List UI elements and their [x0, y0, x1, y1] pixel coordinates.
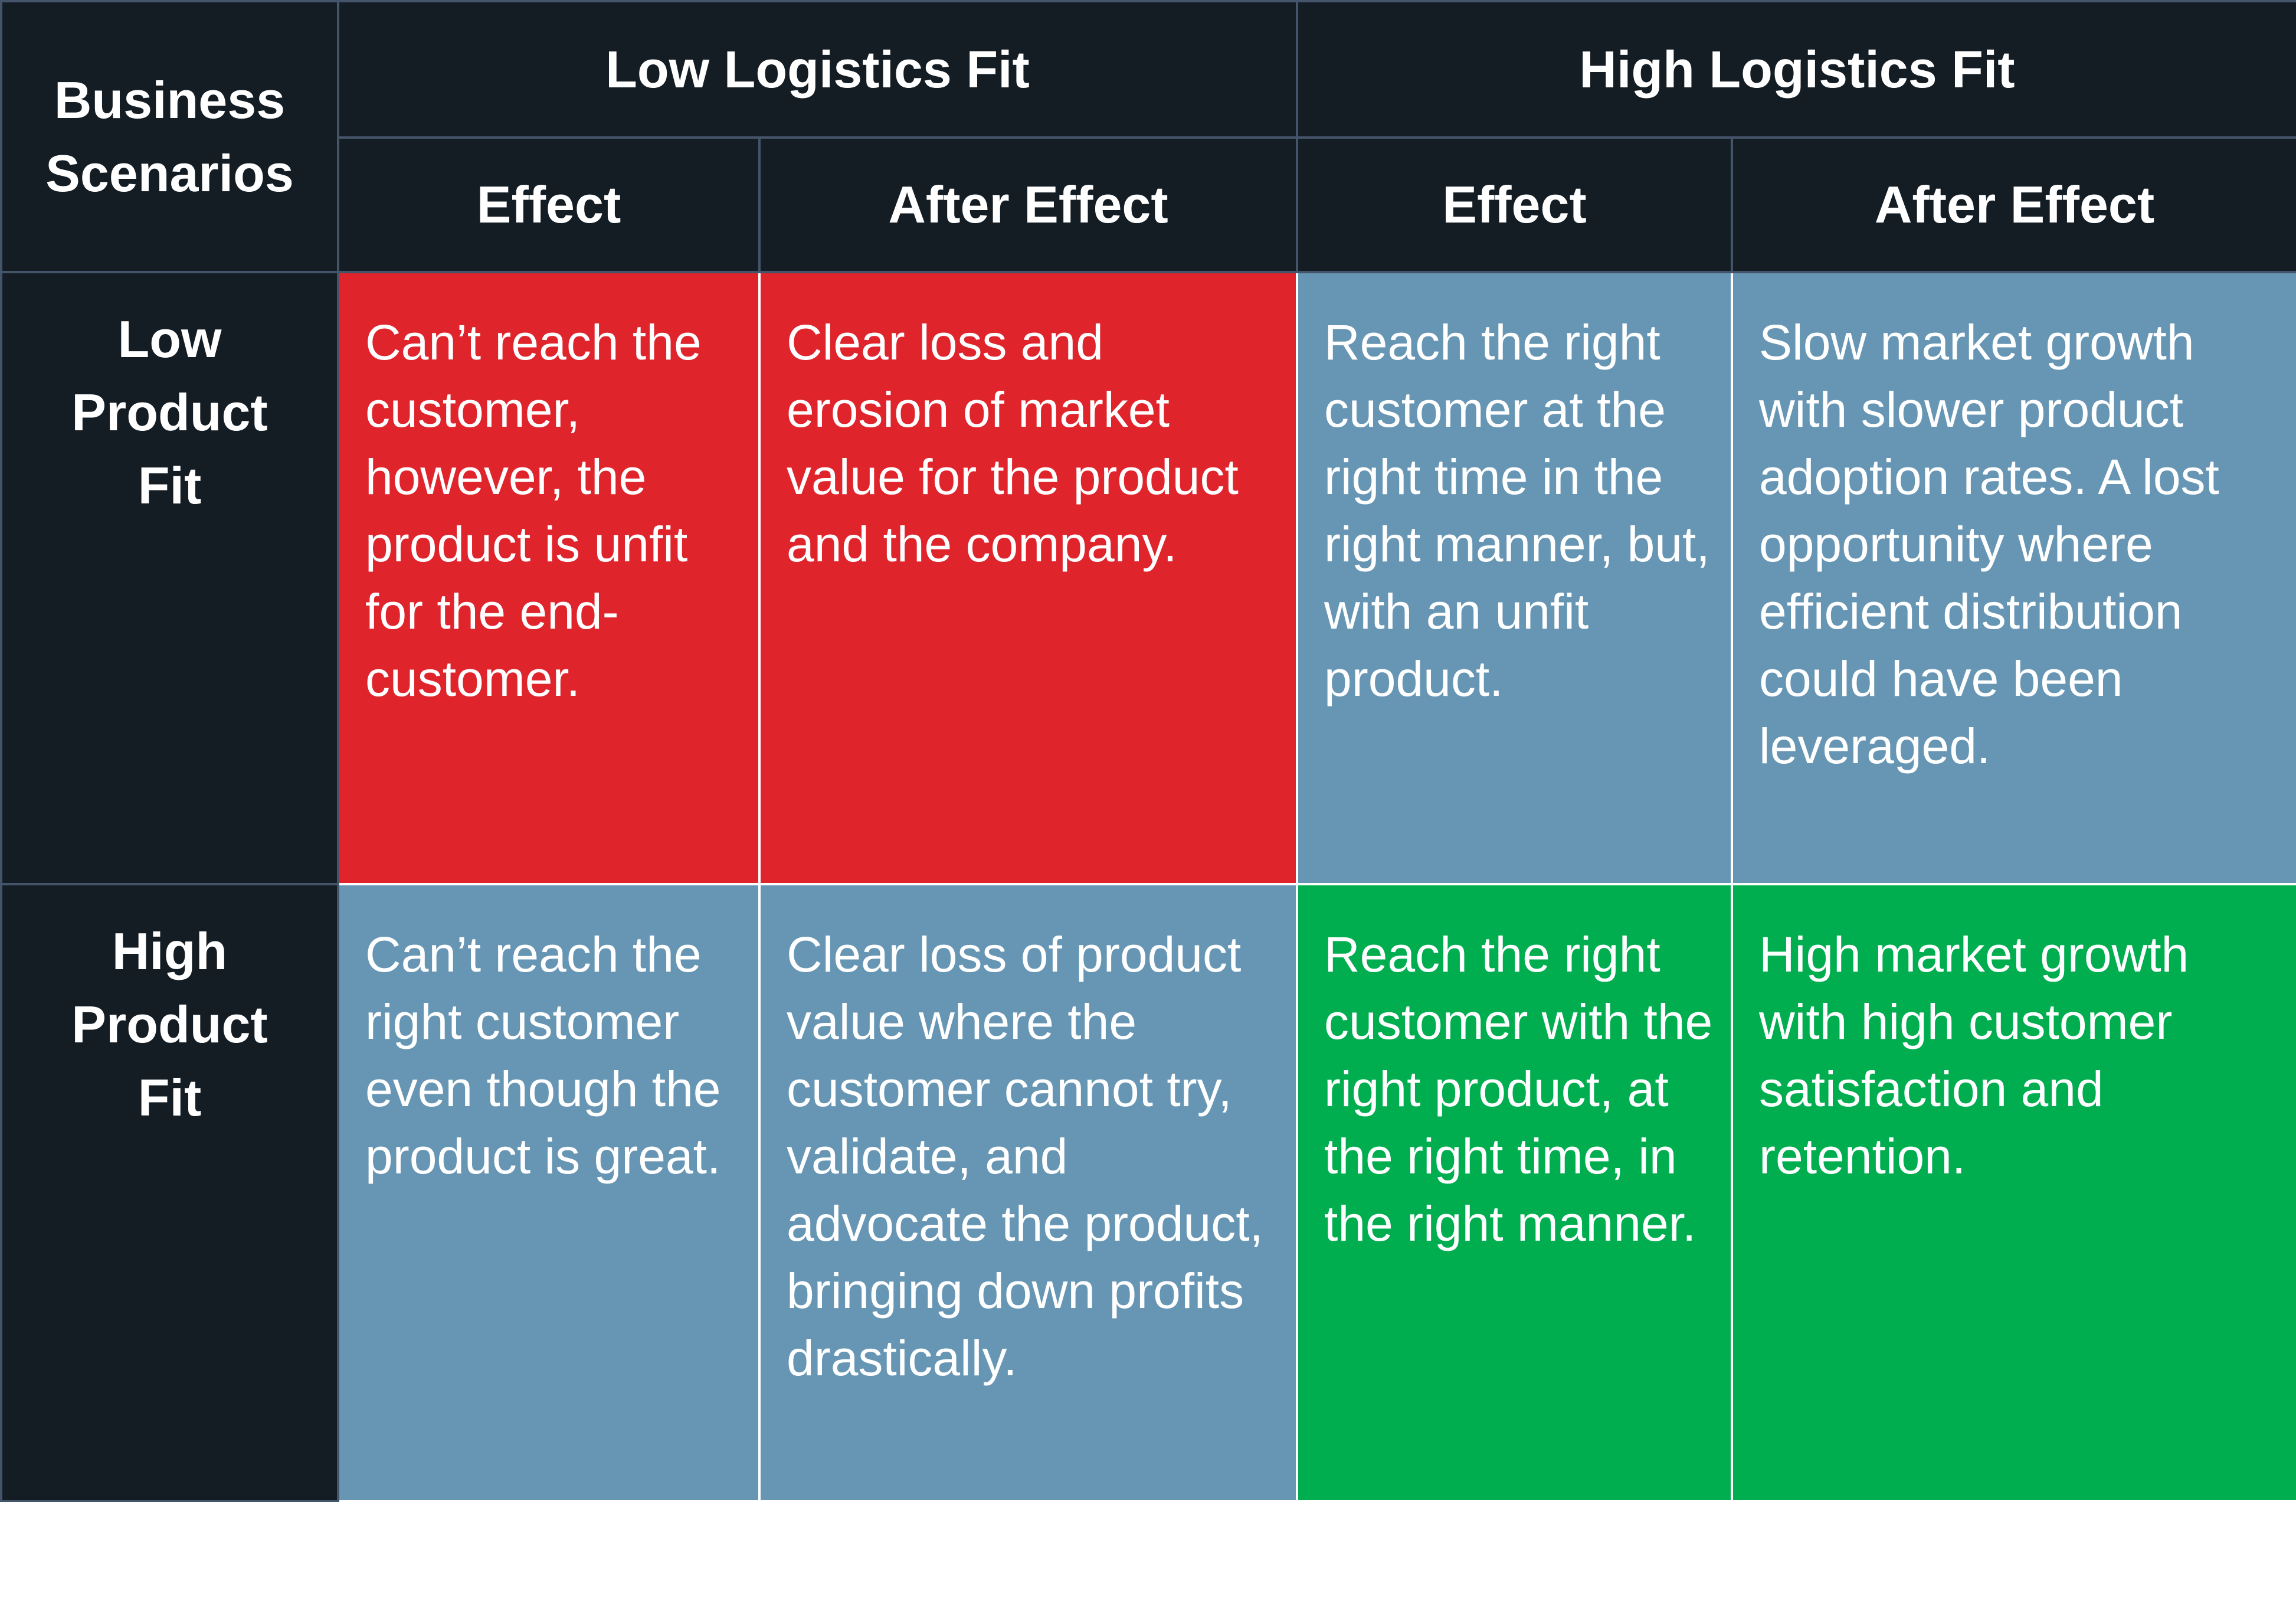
- cell-low-product-high-logistics-effect: Reach the right customer at the right ti…: [1296, 271, 1733, 885]
- cell-high-product-low-logistics-effect: Can’t reach the right customer even thou…: [337, 883, 761, 1502]
- corner-header: Business Scenarios: [0, 0, 339, 273]
- business-scenarios-table: Business Scenarios Low Logistics Fit Hig…: [0, 0, 2296, 1502]
- table-row: High Product Fit Can’t reach the right c…: [0, 883, 2296, 1502]
- cell-low-product-low-logistics-after-effect: Clear loss and erosion of market value f…: [758, 271, 1298, 885]
- cell-high-product-high-logistics-effect: Reach the right customer with the right …: [1296, 883, 1733, 1502]
- high-after-effect-header: After Effect: [1730, 136, 2296, 273]
- high-logistics-header: High Logistics Fit: [1295, 0, 2296, 139]
- cell-low-product-low-logistics-effect: Can’t reach the customer, however, the p…: [337, 271, 761, 885]
- cell-high-product-high-logistics-after-effect: High market growth with high customer sa…: [1730, 883, 2296, 1502]
- low-logistics-header: Low Logistics Fit: [337, 0, 1298, 139]
- cell-high-product-low-logistics-after-effect: Clear loss of product value where the cu…: [758, 883, 1298, 1502]
- row-label-high-product-fit: High Product Fit: [0, 883, 339, 1502]
- low-after-effect-header: After Effect: [758, 136, 1298, 273]
- low-effect-header: Effect: [337, 136, 761, 273]
- cell-low-product-high-logistics-after-effect: Slow market growth with slower product a…: [1730, 271, 2296, 885]
- table-row: Low Product Fit Can’t reach the customer…: [0, 271, 2296, 885]
- high-effect-header: Effect: [1296, 136, 1733, 273]
- row-label-low-product-fit: Low Product Fit: [0, 271, 339, 885]
